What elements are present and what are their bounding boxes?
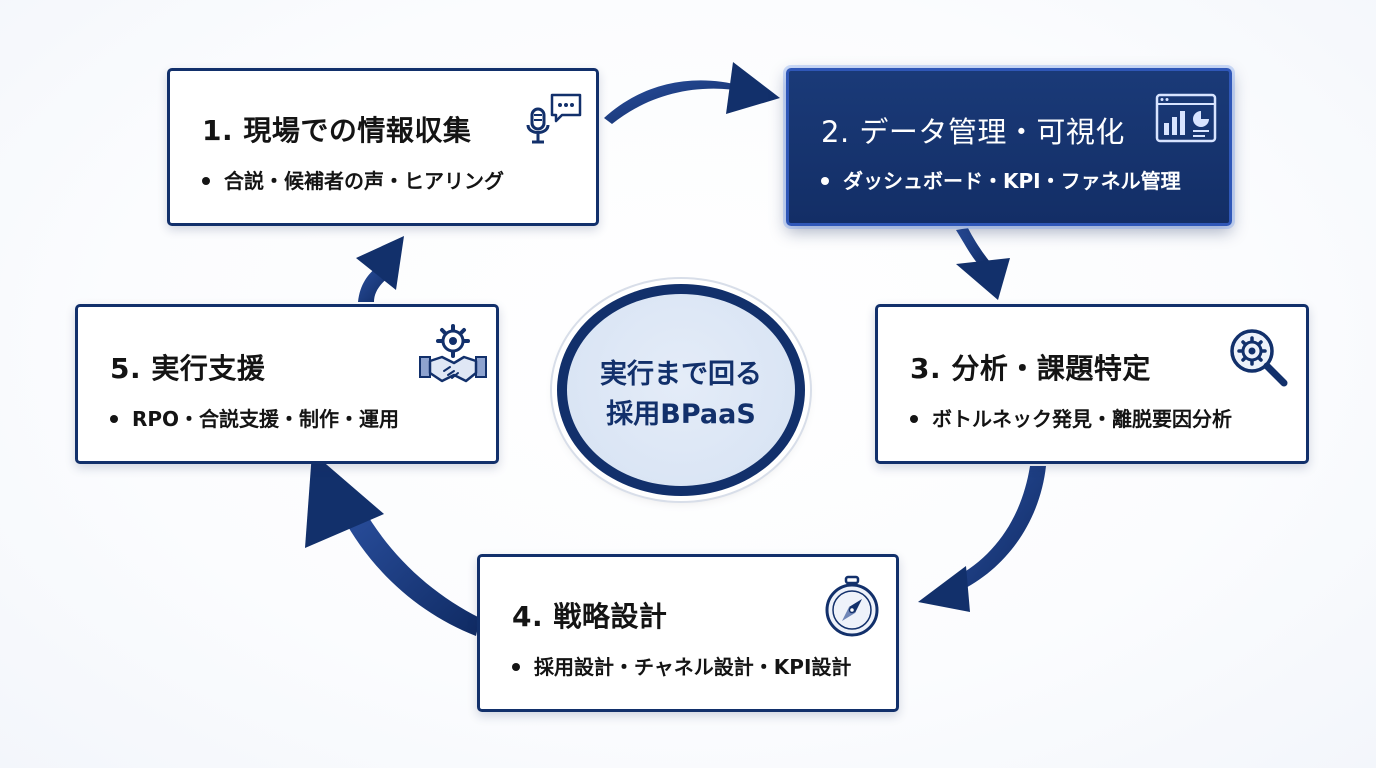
step-card-3: 3. 分析・課題特定 ボトルネック発見・離脱要因分析 — [875, 304, 1309, 464]
arrow-step2-to-step3 — [956, 228, 1010, 300]
arrow-step1-to-step2 — [604, 62, 780, 124]
step-card-1: 1. 現場での情報収集 合説・候補者の声・ヒアリング — [167, 68, 599, 226]
step-bullet: ダッシュボード・KPI・ファネル管理 — [821, 165, 1181, 194]
step-card-4: 4. 戦略設計 採用設計・チャネル設計・KPI設計 — [477, 554, 899, 712]
step-title: 4. 戦略設計 — [512, 600, 668, 633]
handshake-gear-icon — [419, 324, 487, 383]
step-title: 2. データ管理・可視化 — [821, 115, 1125, 149]
compass-icon — [825, 575, 879, 637]
step-bullet-text: 採用設計・チャネル設計・KPI設計 — [534, 655, 852, 679]
step-bullet: ボトルネック発見・離脱要因分析 — [910, 403, 1232, 432]
step-bullet-text: RPO・合説支援・制作・運用 — [132, 407, 400, 431]
arrow-step5-to-step1 — [356, 236, 404, 302]
step-bullet: 採用設計・チャネル設計・KPI設計 — [512, 651, 851, 680]
bullet-dot — [910, 414, 918, 423]
magnifier-gear-icon — [1230, 329, 1288, 387]
step-card-2: 2. データ管理・可視化 ダッシュボード・KPI・ファネル管理 — [786, 68, 1232, 226]
step-title: 5. 実行支援 — [110, 352, 266, 385]
center-circle: 実行まで回る 採用BPaaS — [557, 284, 805, 496]
microphone-chat-icon — [526, 93, 582, 144]
step-title: 3. 分析・課題特定 — [910, 352, 1151, 385]
bullet-dot — [110, 414, 118, 423]
step-bullet-text: ボトルネック発見・離脱要因分析 — [932, 407, 1232, 431]
center-title-line1: 実行まで回る — [600, 359, 762, 390]
bullet-dot — [512, 662, 520, 671]
step-bullet: 合説・候補者の声・ヒアリング — [202, 165, 504, 194]
step-bullet: RPO・合説支援・制作・運用 — [110, 403, 399, 432]
step-bullet-text: 合説・候補者の声・ヒアリング — [224, 169, 504, 193]
bullet-dot — [202, 176, 210, 185]
arrow-step4-to-step5 — [305, 452, 480, 636]
step-card-5: 5. 実行支援 RPO・合説支援・制作・運用 — [75, 304, 499, 464]
dashboard-chart-icon — [1155, 93, 1217, 143]
arrow-step3-to-step4 — [918, 466, 1046, 612]
step-bullet-text: ダッシュボード・KPI・ファネル管理 — [843, 169, 1181, 193]
step-title: 1. 現場での情報収集 — [202, 114, 472, 147]
center-title-line2: 採用BPaaS — [606, 399, 756, 430]
bullet-dot — [821, 176, 829, 185]
